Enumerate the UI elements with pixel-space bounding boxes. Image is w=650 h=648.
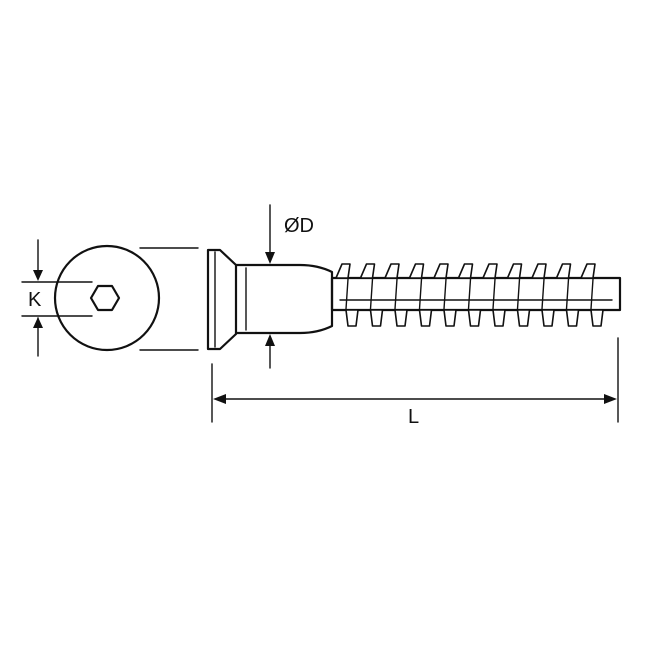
thread-helix-line — [565, 278, 570, 310]
k-label: K — [28, 289, 42, 311]
d-label: ØD — [284, 215, 314, 237]
thread-crest-bottom — [516, 309, 531, 327]
l-arrow-left — [213, 394, 226, 404]
screw-head — [206, 248, 238, 351]
thread-helix-line — [418, 278, 423, 310]
thread-crest-bottom — [443, 309, 457, 327]
d-arrow-bottom — [265, 334, 275, 346]
thread-crest-top — [580, 263, 596, 279]
thread-crest-top — [408, 263, 425, 279]
thread-crest-bottom — [345, 309, 359, 327]
thread-crest-top — [384, 263, 400, 279]
thread-crest-bottom — [492, 309, 506, 327]
thread-crest-bottom — [369, 309, 384, 327]
k-dimension: K — [21, 239, 93, 357]
thread-helix-line — [345, 278, 349, 310]
thread-crest-top — [531, 263, 547, 279]
thread-crest-bottom — [541, 309, 555, 327]
thread-crest-bottom — [590, 309, 604, 327]
thread-crest-top — [555, 263, 572, 279]
thread-crest-top — [482, 263, 498, 279]
k-arrow-bottom — [33, 317, 43, 328]
thread-helix-line — [394, 278, 398, 310]
thread-helix-line — [443, 278, 447, 310]
thread-core — [330, 276, 622, 312]
thread-helix-line — [492, 278, 496, 310]
thread-helix-line — [590, 278, 594, 310]
l-dimension: L — [211, 337, 619, 428]
l-arrow-right — [604, 394, 617, 404]
thread-crests — [335, 263, 604, 327]
thread-crest-bottom — [418, 309, 433, 327]
thread-helix-line — [467, 278, 472, 310]
screw-side-view — [206, 248, 622, 351]
thread-helix-line — [369, 278, 374, 310]
thread-crest-top — [433, 263, 449, 279]
thread-crest-bottom — [394, 309, 408, 327]
thread-crest-bottom — [565, 309, 580, 327]
thread-crest-top — [359, 263, 376, 279]
thread-helix-line — [541, 278, 545, 310]
thread-crest-top — [335, 263, 351, 279]
thread-crest-top — [457, 263, 474, 279]
l-label: L — [408, 406, 419, 428]
head-end-circle — [53, 244, 161, 352]
k-arrow-top — [33, 270, 43, 281]
screw-shank — [234, 263, 334, 335]
head-end-view — [53, 244, 199, 352]
thread-helix-line — [516, 278, 521, 310]
thread-crest-top — [506, 263, 523, 279]
d-dimension: ØD — [265, 204, 314, 369]
thread-crest-bottom — [467, 309, 482, 327]
d-arrow-top — [265, 252, 275, 264]
hex-socket-icon — [89, 284, 121, 312]
